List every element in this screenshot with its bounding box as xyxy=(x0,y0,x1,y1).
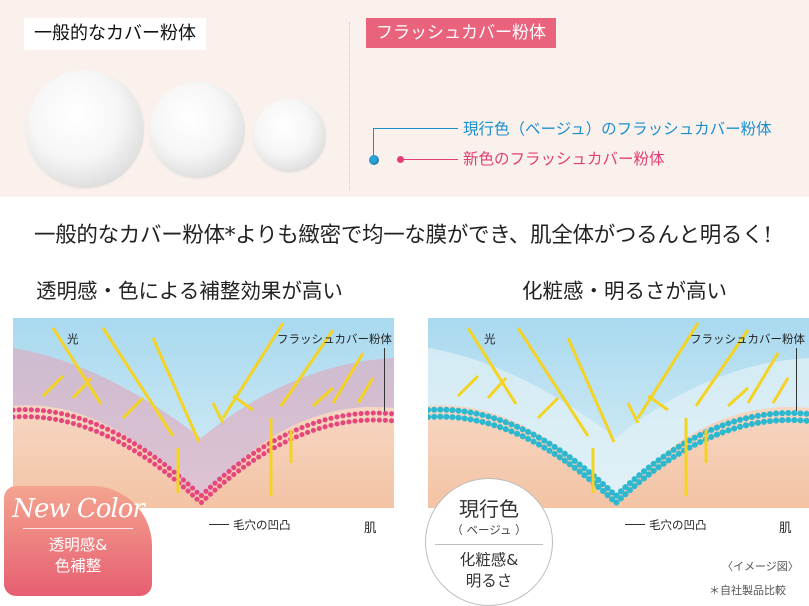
left-skin-label: 肌 xyxy=(364,520,377,535)
right-pore-label: 毛穴の凹凸 xyxy=(649,518,707,532)
current-powder-legend: 現行色（ベージュ）のフラッシュカバー粉体 xyxy=(463,120,772,138)
right-light-label: 光 xyxy=(484,332,496,346)
current-color-sub: （ ベージュ ） xyxy=(451,523,527,537)
current-color-line1: 化粧感& xyxy=(459,551,519,569)
right-skin-diagram xyxy=(428,318,809,508)
new-color-script: New Color xyxy=(12,494,145,524)
right-light-rays xyxy=(456,322,790,496)
new-legend-leader xyxy=(404,159,458,160)
left-skin-diagram xyxy=(13,318,394,508)
left-light-label: 光 xyxy=(67,332,79,346)
new-color-line1: 透明感& xyxy=(48,536,108,554)
current-color-line2: 明るさ xyxy=(465,572,513,590)
comparison-note: ＊自社製品比較 xyxy=(709,584,786,597)
left-pore-leader xyxy=(209,524,229,525)
new-powder-legend: 新色のフラッシュカバー粉体 xyxy=(463,150,665,168)
current-legend-leader xyxy=(373,128,458,129)
left-light-rays xyxy=(41,322,375,496)
general-powder-sphere-medium xyxy=(149,82,245,178)
current-color-title: 現行色 xyxy=(459,497,519,521)
new-color-badge: New Color 透明感& 色補整 xyxy=(4,486,152,596)
new-color-divider xyxy=(23,528,133,529)
right-pore-leader xyxy=(625,524,645,525)
current-color-badge: 現行色 （ ベージュ ） 化粧感& 明るさ xyxy=(425,478,553,606)
current-powder-dot xyxy=(369,155,379,165)
left-powder-label: フラッシュカバー粉体 xyxy=(277,332,392,346)
panel-divider xyxy=(349,22,350,190)
left-diagram-svg xyxy=(13,318,394,508)
new-powder-dot xyxy=(397,156,404,163)
right-powder-leader xyxy=(796,348,797,411)
left-pore-label: 毛穴の凹凸 xyxy=(233,518,291,532)
new-color-line2: 色補整 xyxy=(54,557,102,575)
general-powder-sphere-large xyxy=(26,70,144,188)
current-color-divider xyxy=(435,544,543,545)
right-skin-label: 肌 xyxy=(779,520,792,535)
general-powder-sphere-small xyxy=(253,99,326,172)
right-diagram-title: 化粧感・明るさが高い xyxy=(522,279,727,303)
right-powder-label: フラッシュカバー粉体 xyxy=(690,332,805,346)
left-powder-leader xyxy=(384,348,385,411)
current-legend-leader-vertical xyxy=(373,128,374,155)
flash-powder-label: フラッシュカバー粉体 xyxy=(366,18,556,48)
right-diagram-svg xyxy=(428,318,809,508)
headline: 一般的なカバー粉体*よりも緻密で均一な膜ができ、肌全体がつるんと明るく! xyxy=(34,223,772,248)
image-note: 〈イメージ図〉 xyxy=(722,560,799,573)
general-powder-label: 一般的なカバー粉体 xyxy=(24,18,206,50)
left-diagram-title: 透明感・色による補整効果が高い xyxy=(36,279,343,303)
